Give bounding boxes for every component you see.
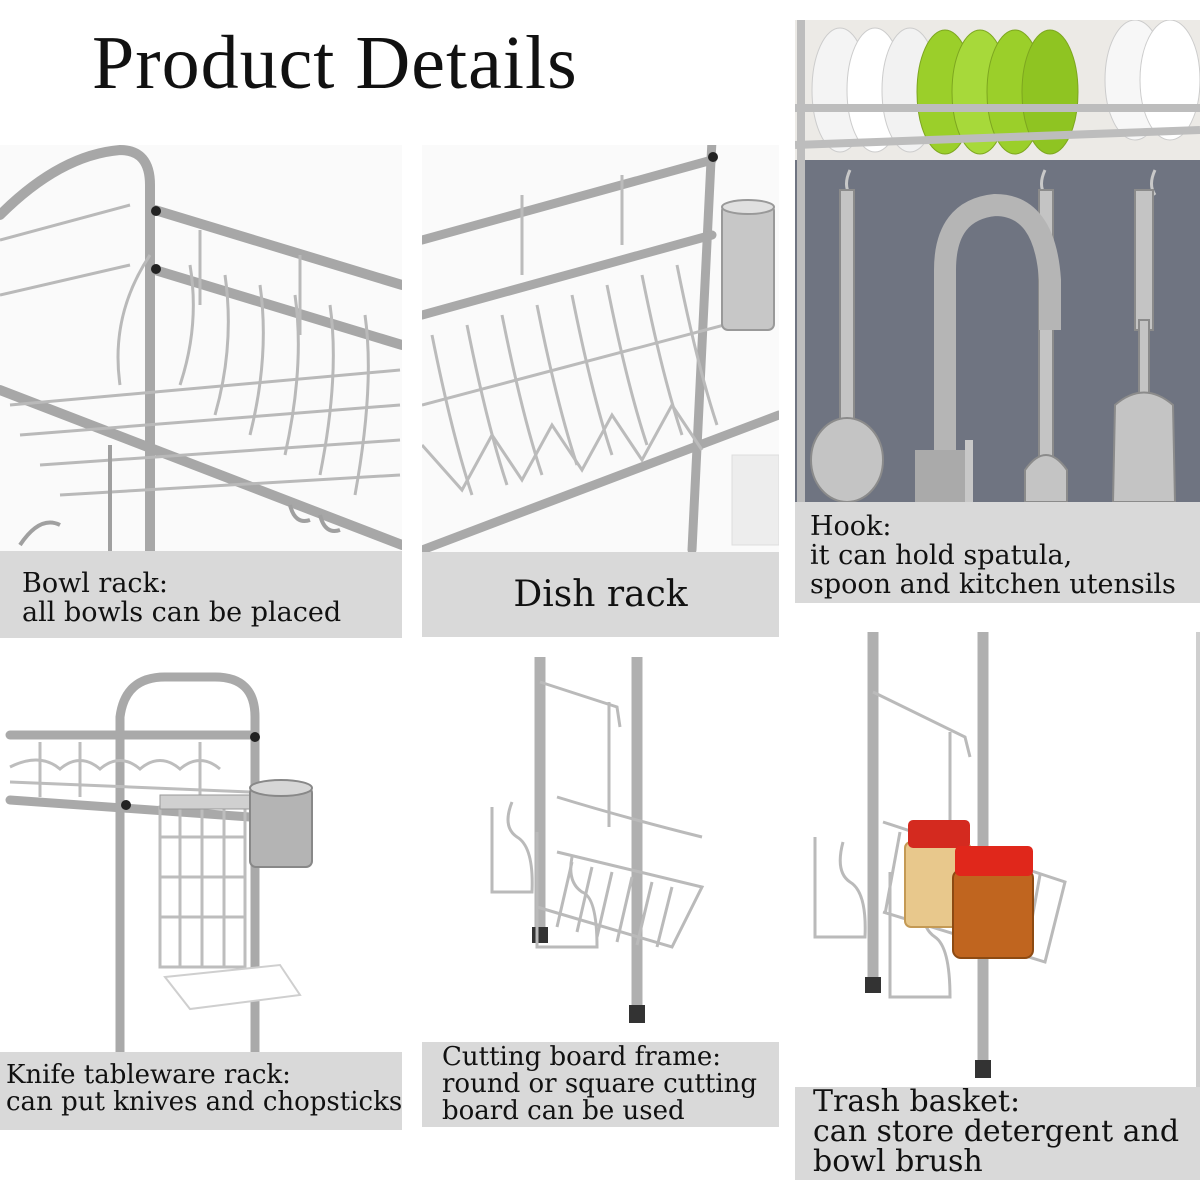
bowl-rack-photo [0, 145, 402, 555]
knife-rack-caption-title: Knife tableware rack: [6, 1060, 291, 1090]
bowl-rack-caption: Bowl rack: all bowls can be placed [0, 551, 402, 638]
knife-rack-caption: Knife tableware rack: can put knives and… [0, 1052, 402, 1130]
trash-basket-panel: Trash basket: can store detergent and bo… [795, 632, 1200, 1180]
dish-rack-photo [422, 145, 779, 555]
knife-rack-photo [0, 657, 402, 1052]
hook-photo [795, 20, 1200, 502]
bowl-rack-caption-title: Bowl rack: [22, 568, 169, 599]
bowl-rack-panel: Bowl rack: all bowls can be placed [0, 145, 402, 638]
dish-rack-caption: Dish rack [422, 552, 779, 637]
dish-rack-caption-title: Dish rack [513, 574, 688, 615]
page-title: Product Details [92, 21, 578, 105]
knife-rack-caption-text: can put knives and chopsticks [6, 1087, 402, 1117]
trash-basket-caption-text-2: bowl brush [813, 1144, 983, 1179]
knife-rack-panel: Knife tableware rack: can put knives and… [0, 657, 402, 1130]
cutting-board-caption-title: Cutting board frame: [442, 1042, 721, 1072]
trash-basket-caption: Trash basket: can store detergent and bo… [795, 1087, 1200, 1180]
cutting-board-caption-text-2: board can be used [442, 1096, 685, 1126]
cutting-board-frame-photo [422, 657, 779, 1042]
cutting-board-caption: Cutting board frame: round or square cut… [422, 1042, 779, 1127]
hook-caption-title: Hook: [810, 511, 892, 542]
cutting-board-caption-text-1: round or square cutting [442, 1069, 758, 1099]
bowl-rack-caption-text: all bowls can be placed [22, 597, 342, 628]
hook-caption-text-1: it can hold spatula, [810, 540, 1073, 571]
trash-basket-caption-text-1: can store detergent and [813, 1114, 1180, 1149]
hook-caption: Hook: it can hold spatula, spoon and kit… [795, 502, 1200, 603]
dish-rack-panel: Dish rack [422, 145, 779, 637]
trash-basket-caption-title: Trash basket: [813, 1084, 1021, 1119]
hook-panel: Hook: it can hold spatula, spoon and kit… [795, 20, 1200, 603]
cutting-board-panel: Cutting board frame: round or square cut… [422, 657, 779, 1127]
trash-basket-photo [795, 632, 1200, 1087]
hook-caption-text-2: spoon and kitchen utensils [810, 569, 1176, 600]
